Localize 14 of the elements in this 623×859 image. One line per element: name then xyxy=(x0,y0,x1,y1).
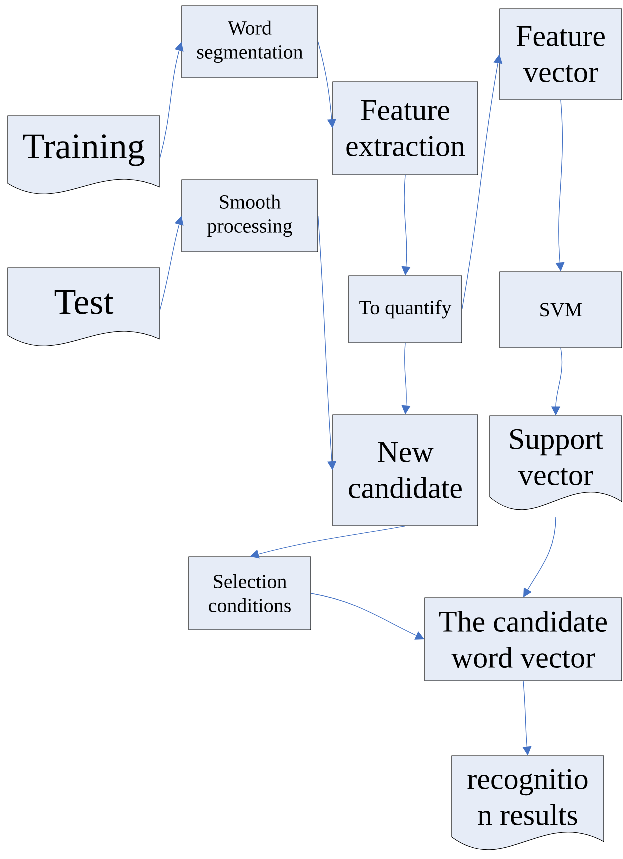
process-box: Selection conditions xyxy=(188,556,312,630)
process-box: The candidate word vector xyxy=(424,598,622,682)
process-box: New candidate xyxy=(332,414,478,526)
arrow xyxy=(160,42,184,158)
arrow xyxy=(318,42,336,128)
arrow xyxy=(250,526,406,559)
arrow xyxy=(318,216,337,470)
arrow xyxy=(160,216,184,310)
process-box: SVM xyxy=(500,272,622,348)
process-box: Smooth processing xyxy=(182,180,318,252)
process-box: Feature extraction xyxy=(332,82,478,176)
process-box: Word segmentation xyxy=(182,6,318,78)
process-box: To quantify xyxy=(348,276,462,344)
process-box: Feature vector xyxy=(500,8,622,100)
